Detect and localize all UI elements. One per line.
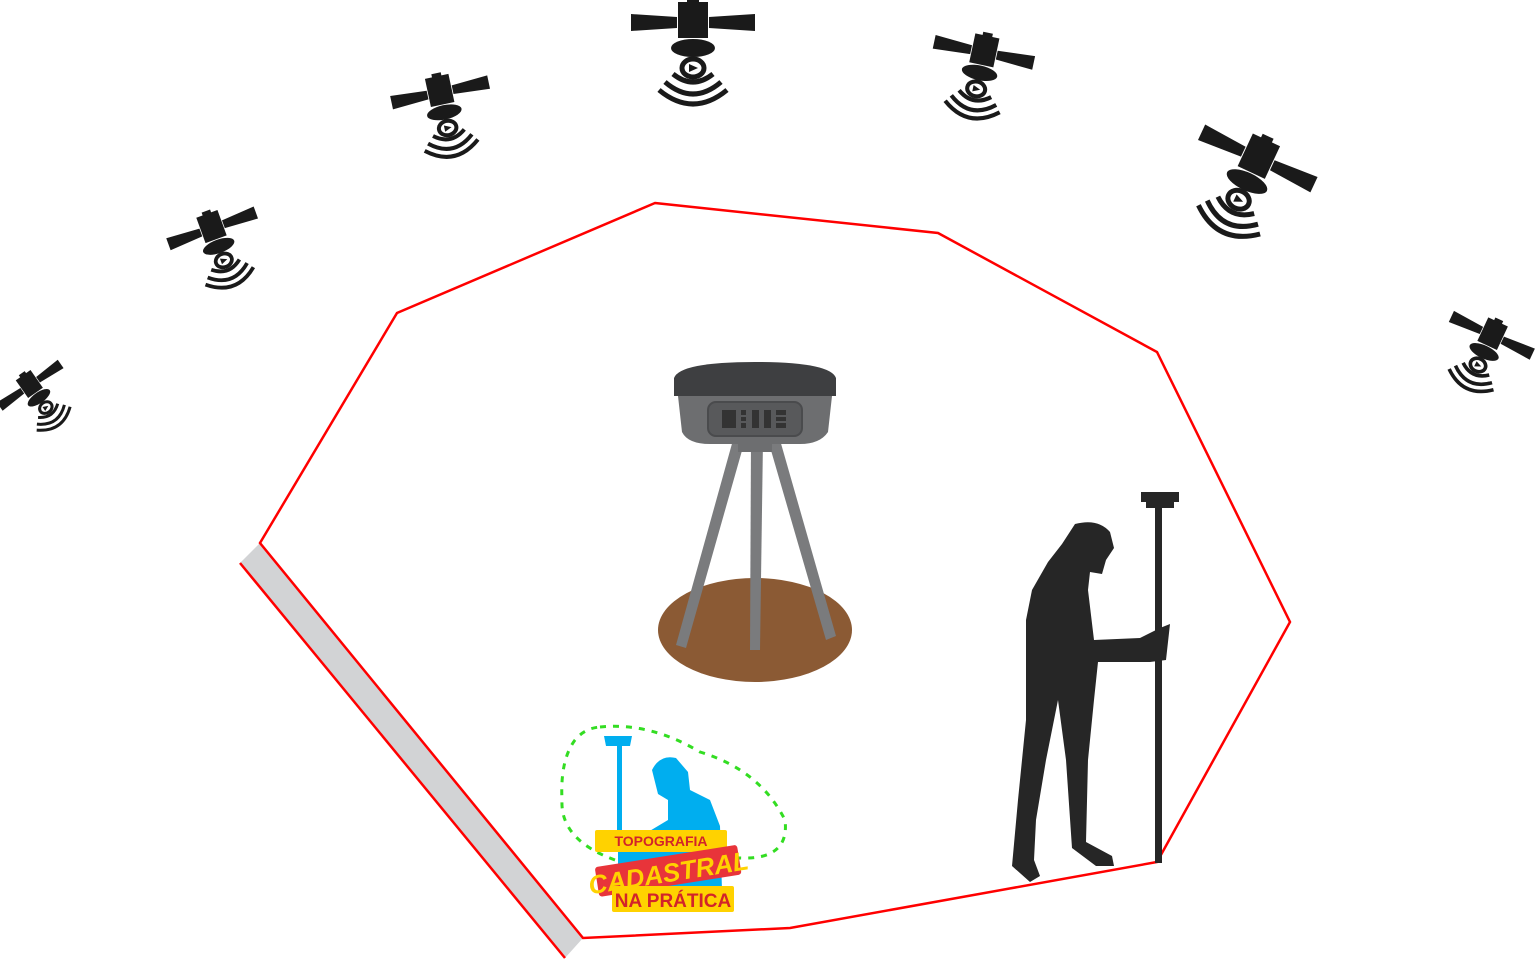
- satellite-icon: [631, 0, 755, 104]
- logo-banner-bottom: [612, 886, 734, 912]
- satellite-icon: [1424, 298, 1536, 410]
- property-boundary: [258, 201, 1292, 940]
- surveyor-silhouette-icon: [1012, 522, 1170, 882]
- logo-banner-top: [595, 830, 727, 852]
- gnss-rover-pole-icon: [1141, 492, 1179, 863]
- gnss-base-receiver-icon: [674, 362, 836, 452]
- property-wall: [240, 543, 583, 958]
- satellite-icon: [0, 350, 91, 449]
- logo: TOPOGRAFIA CADASTRAL NA PRÁTICA: [560, 724, 787, 912]
- satellite-icon: [160, 193, 279, 304]
- satellite-icon: [1167, 110, 1324, 258]
- tripod-icon: [676, 440, 836, 650]
- wall-edge: [239, 562, 566, 959]
- logo-text-line3: NA PRÁTICA: [615, 890, 732, 912]
- logo-text-line1: TOPOGRAFIA: [614, 833, 707, 849]
- satellite-icon: [387, 63, 502, 167]
- satellite-icon: [920, 22, 1038, 128]
- logo-banner-middle: [595, 845, 742, 897]
